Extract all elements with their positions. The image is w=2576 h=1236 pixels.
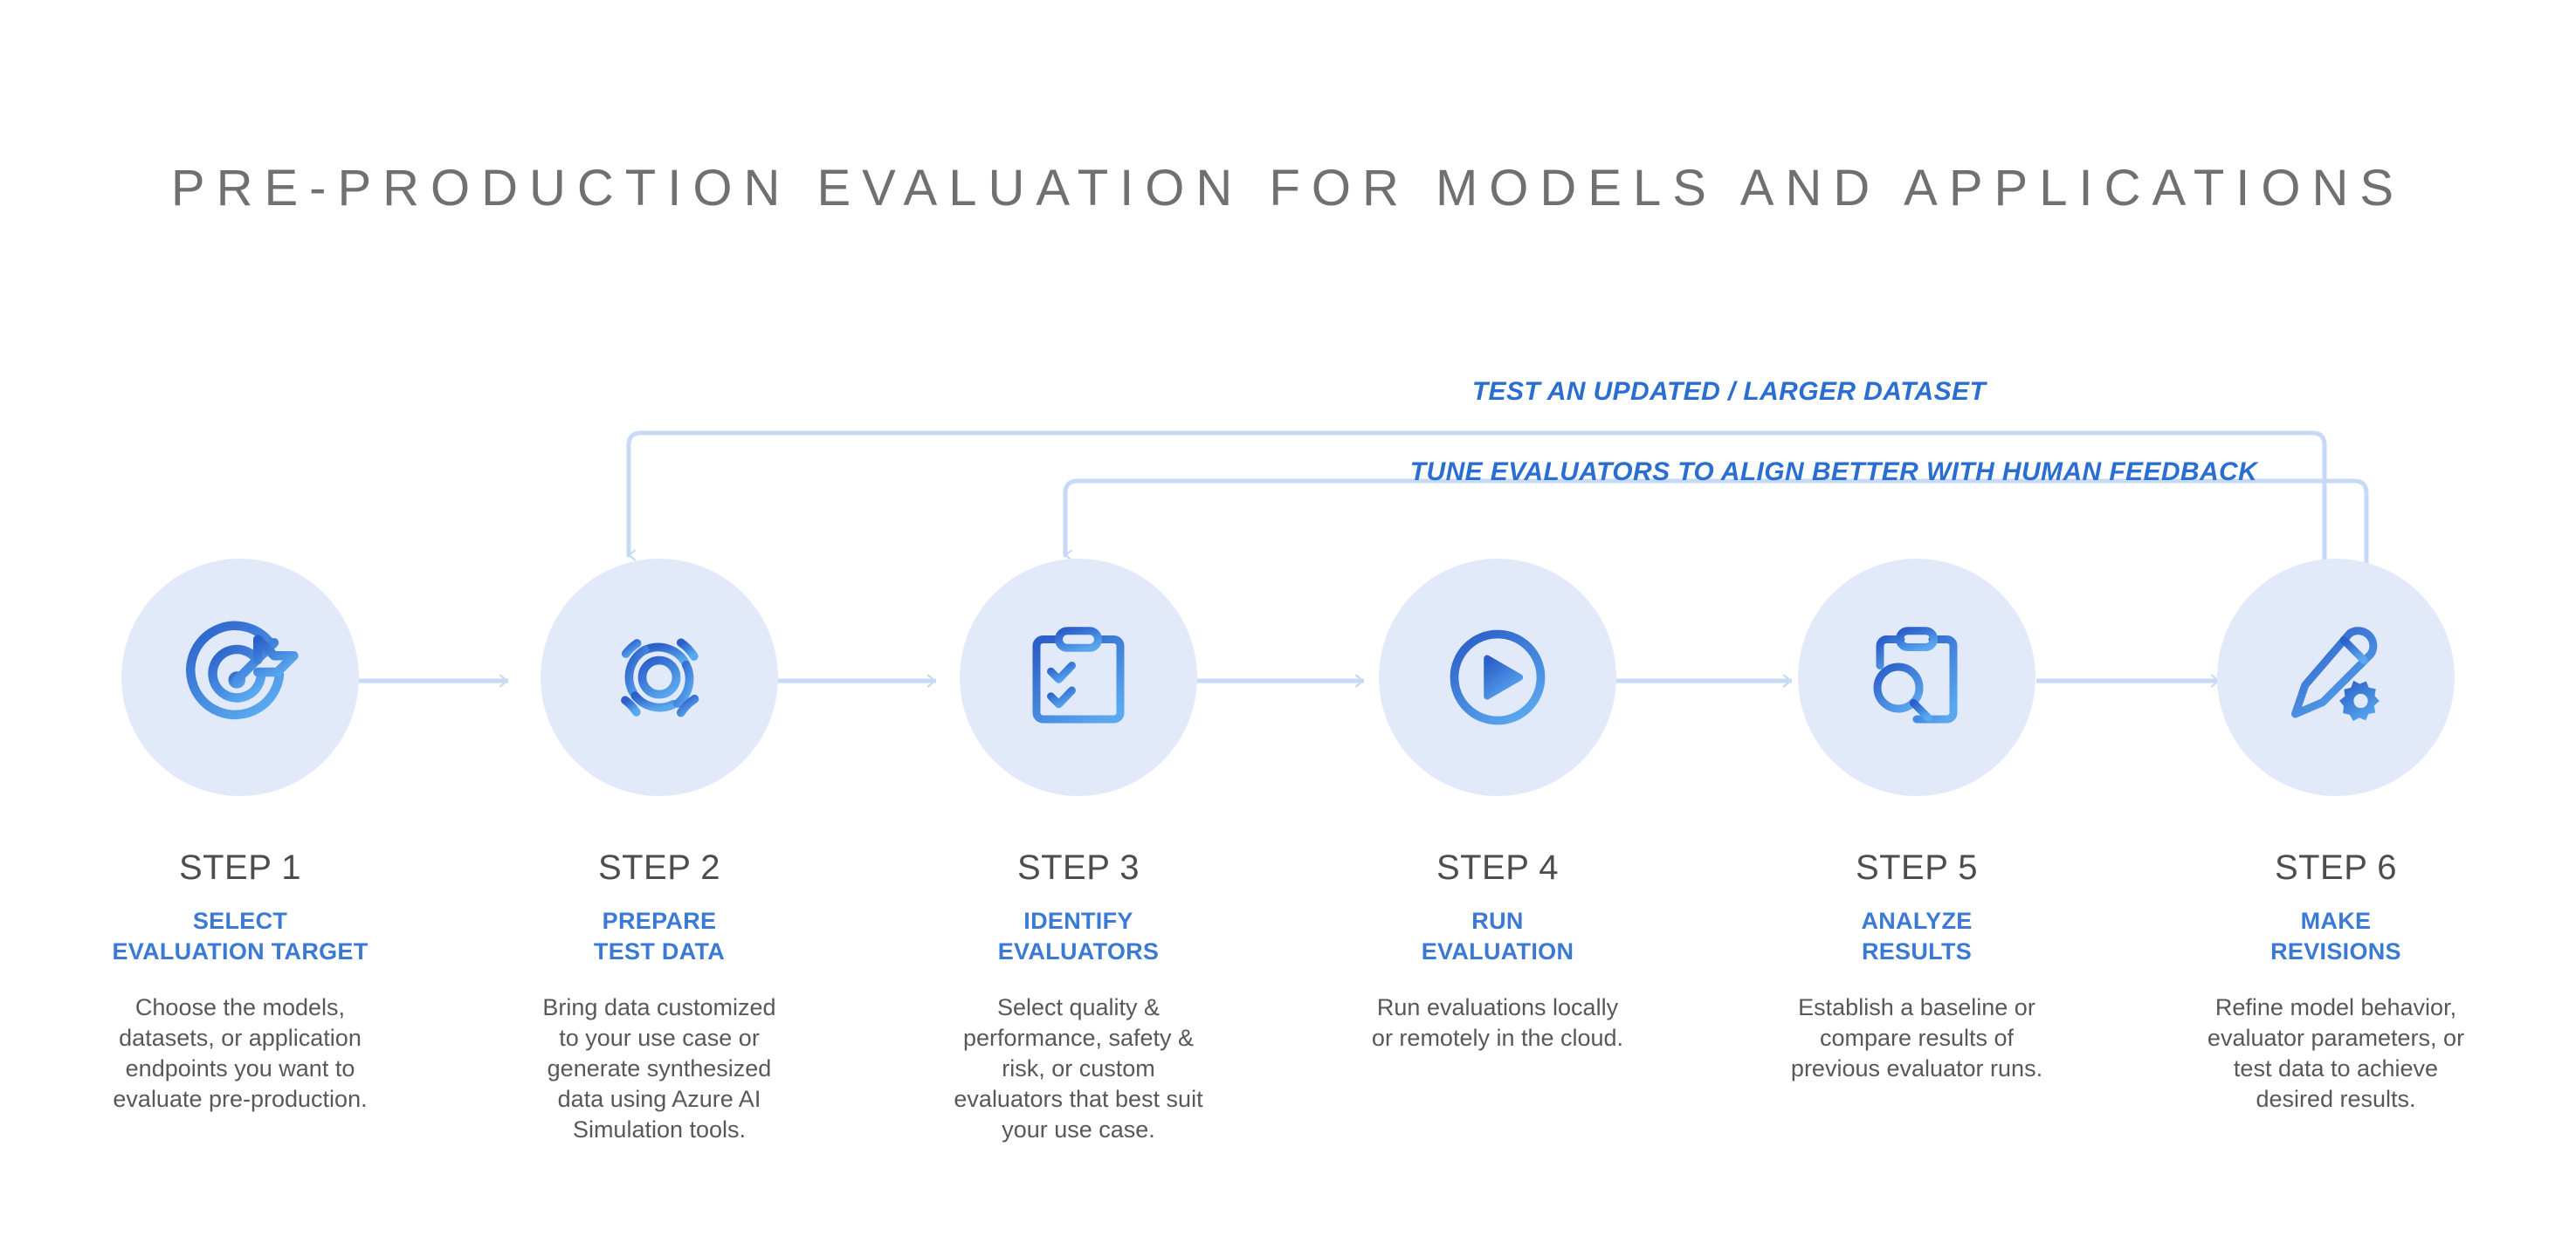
step-5-icon-circle bbox=[1798, 559, 2035, 796]
step-2-icon-circle bbox=[541, 559, 778, 796]
play-circle-icon bbox=[1450, 629, 1546, 725]
step-6-number: STEP 6 bbox=[2274, 848, 2398, 887]
step-3-number: STEP 3 bbox=[1016, 848, 1140, 887]
step-6-description: Refine model behavior,evaluator paramete… bbox=[2207, 994, 2465, 1113]
clipboard-checklist-icon bbox=[1032, 627, 1125, 724]
step-3-description: Select quality &performance, safety &ris… bbox=[954, 994, 1203, 1143]
step-6-icon-circle bbox=[2217, 559, 2455, 796]
step-4-number: STEP 4 bbox=[1436, 848, 1560, 887]
step-1-icon-circle bbox=[121, 559, 359, 796]
target-icon bbox=[186, 621, 299, 720]
clipboard-search-icon bbox=[1873, 627, 1958, 724]
step-5-number: STEP 5 bbox=[1855, 848, 1979, 887]
feedback-loop-outer-label: TEST AN UPDATED / LARGER DATASET bbox=[1471, 377, 1987, 406]
data-rings-icon bbox=[621, 638, 699, 718]
step-3-icon-circle bbox=[960, 559, 1197, 796]
page-title: PRE-PRODUCTION EVALUATION FOR MODELS AND… bbox=[170, 160, 2406, 216]
step-4-icon-circle bbox=[1379, 559, 1616, 796]
pencil-gear-icon bbox=[2291, 627, 2380, 721]
step-2-number: STEP 2 bbox=[597, 848, 721, 887]
feedback-loop-inner-label: TUNE EVALUATORS TO ALIGN BETTER WITH HUM… bbox=[1409, 457, 2258, 486]
feedback-loop-outer-path bbox=[626, 430, 2327, 579]
step-1-number: STEP 1 bbox=[178, 848, 302, 887]
step-1-description: Choose the models,datasets, or applicati… bbox=[113, 994, 368, 1113]
